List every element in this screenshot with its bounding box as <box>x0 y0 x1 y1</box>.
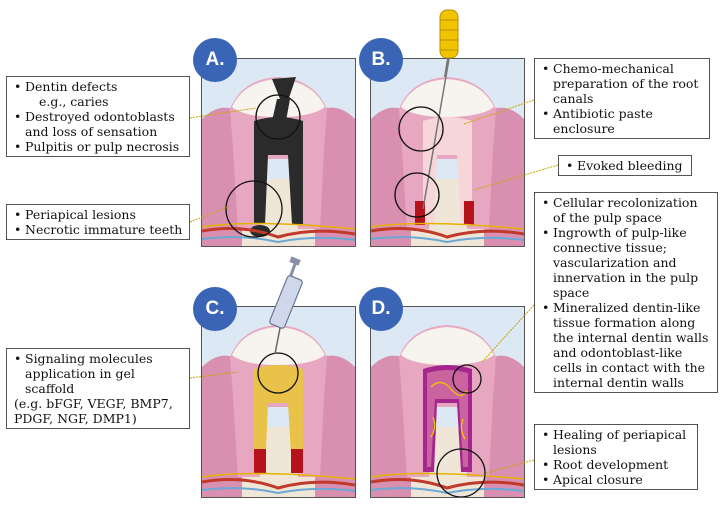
callout-item: tissue formation along <box>553 315 696 330</box>
callout-item: internal dentin walls <box>553 375 684 390</box>
panel-d <box>370 306 525 498</box>
callout-a-top: Dentin defects e.g., caries Destroyed od… <box>6 76 190 157</box>
tooth-a-illustration <box>202 59 355 246</box>
callout-item: Chemo-mechanical <box>542 61 703 76</box>
callout-item: scaffold <box>25 381 75 396</box>
callout-item: Evoked bleeding <box>566 158 685 173</box>
callout-item: Periapical lesions <box>14 207 183 222</box>
file-shaft-icon <box>422 59 450 210</box>
panel-c-badge: C. <box>193 287 237 331</box>
panel-d-badge: D. <box>359 287 403 331</box>
callout-item: Necrotic immature teeth <box>14 222 183 237</box>
callout-item: Cellular recolonization <box>542 195 711 210</box>
callout-item: Apical closure <box>542 472 691 487</box>
callout-item: and odontoblast-like <box>553 345 683 360</box>
callout-item: Antibiotic paste <box>542 106 703 121</box>
callout-item: preparation of the root <box>553 76 699 91</box>
callout-item: lesions <box>553 442 597 457</box>
callout-item: Mineralized dentin-like <box>542 300 711 315</box>
syringe-icon <box>269 256 303 355</box>
callout-item: Pulpitis or pulp necrosis <box>14 139 183 154</box>
callout-a-bottom: Periapical lesions Necrotic immature tee… <box>6 204 190 240</box>
panel-a-badge: A. <box>193 38 237 82</box>
callout-item: the internal dentin walls <box>553 330 709 345</box>
callout-item: innervation in the pulp <box>553 270 699 285</box>
callout-item: Signaling molecules <box>14 351 183 366</box>
callout-item: application in gel <box>25 366 135 381</box>
callout-item: vascularization and <box>553 255 677 270</box>
callout-item: enclosure <box>553 121 615 136</box>
callout-d-top: Cellular recolonization of the pulp spac… <box>534 192 718 393</box>
callout-item: (e.g. bFGF, VEGF, BMP7, <box>14 396 173 411</box>
tooth-c-illustration <box>202 307 355 497</box>
panel-a <box>201 58 356 247</box>
callout-c-left: Signaling molecules application in gel s… <box>6 348 190 429</box>
callout-item: e.g., caries <box>39 94 109 109</box>
tooth-b-illustration <box>371 59 524 246</box>
panel-b <box>370 58 525 247</box>
callout-item: and loss of sensation <box>25 124 158 139</box>
tooth-d-illustration <box>371 307 524 497</box>
callout-item: Root development <box>542 457 691 472</box>
callout-item: of the pulp space <box>553 210 662 225</box>
panel-c <box>201 306 356 498</box>
callout-item: cells in contact with the <box>553 360 706 375</box>
callout-item: Destroyed odontoblasts <box>14 109 183 124</box>
endodontic-file-icon <box>439 9 459 77</box>
callout-item: space <box>553 285 590 300</box>
panel-b-badge: B. <box>359 38 403 82</box>
callout-item: Ingrowth of pulp-like <box>542 225 711 240</box>
callout-item: connective tissue; <box>553 240 667 255</box>
callout-item: Healing of periapical <box>542 427 691 442</box>
callout-item: Dentin defects <box>14 79 183 94</box>
callout-item: canals <box>553 91 594 106</box>
callout-d-bottom: Healing of periapical lesions Root devel… <box>534 424 698 490</box>
callout-b-mid: Evoked bleeding <box>558 155 692 176</box>
callout-item: PDGF, NGF, DMP1) <box>14 411 137 426</box>
callout-b-top: Chemo-mechanical preparation of the root… <box>534 58 710 139</box>
